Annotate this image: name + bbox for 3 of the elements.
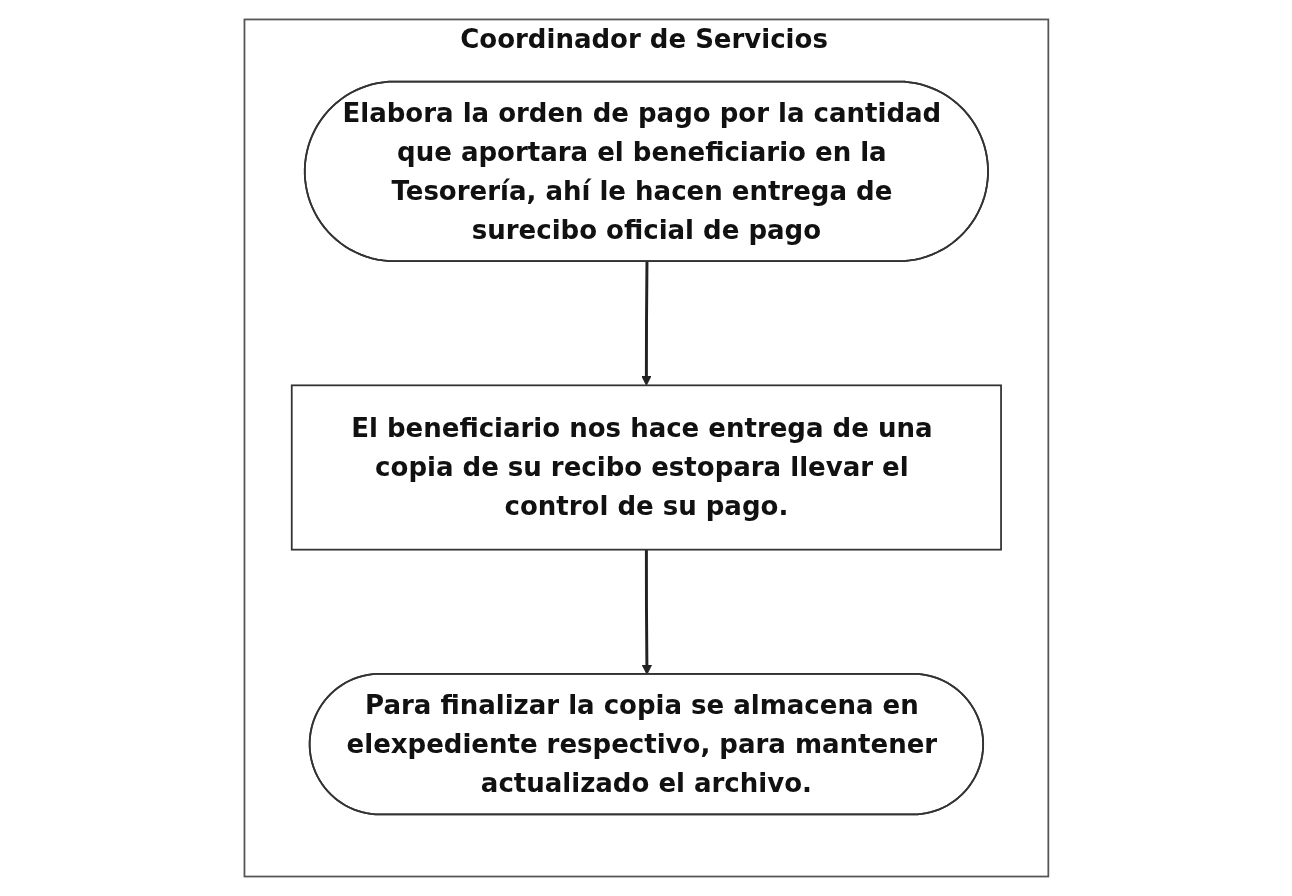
arrow — [641, 549, 652, 675]
node-box: El beneficiario nos hace entrega de una copia de su recibo estopara llevar el control de su pago. — [290, 384, 1002, 551]
arrow — [640, 261, 652, 386]
